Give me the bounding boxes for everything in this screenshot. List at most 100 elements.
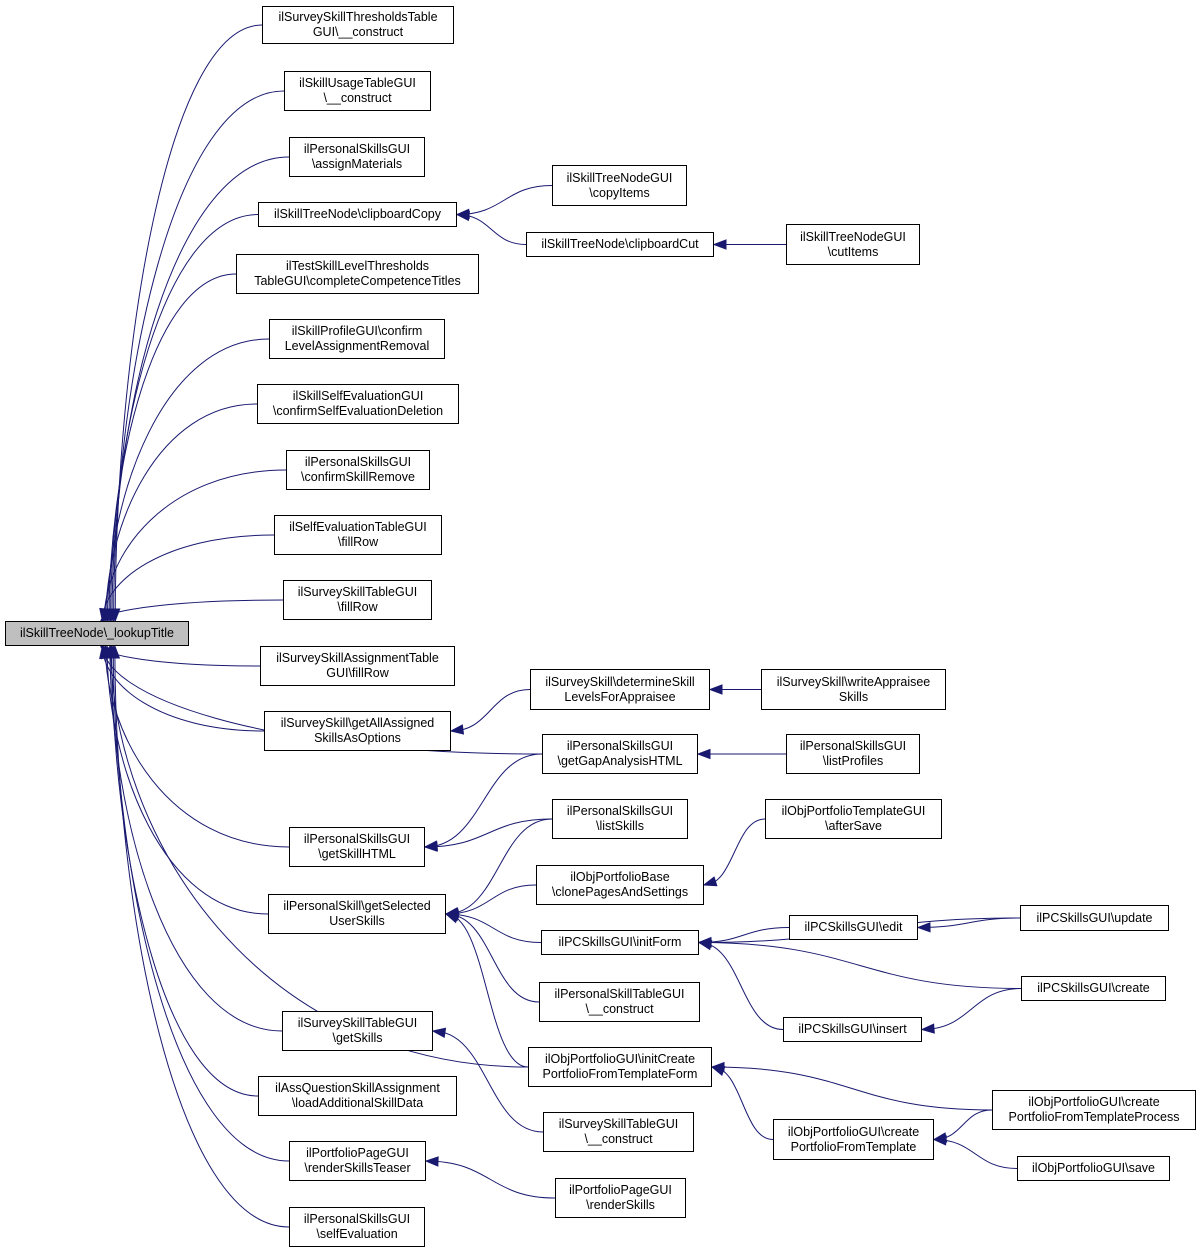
node-label: Skills: [838, 689, 869, 704]
node-label: ilSkillTreeNodeGUI: [566, 170, 673, 185]
node-label: ilPersonalSkillsGUI: [303, 832, 411, 846]
node-skill-tree-node-clipboard-cut[interactable]: ilSkillTreeNode\clipboardCut: [526, 232, 714, 257]
node-label: \clonePagesAndSettings: [551, 885, 689, 899]
node-label: UserSkills: [329, 914, 385, 928]
arrowhead-m3-to-n12: [449, 724, 465, 735]
node-obj-portfolio-create-from-template-process[interactable]: ilObjPortfolioGUI\create PortfolioFromTe…: [992, 1090, 1196, 1130]
edge-f2-to-m7: [698, 942, 1022, 989]
node-self-evaluation-table-fill-row[interactable]: ilSelfEvaluationTableGUI \fillRow: [274, 515, 442, 555]
node-skill-tree-node-clipboard-copy[interactable]: ilSkillTreeNode\clipboardCopy: [258, 202, 457, 227]
node-ass-question-skill-load-data[interactable]: ilAssQuestionSkillAssignment \loadAdditi…: [258, 1076, 457, 1116]
node-label: \assignMaterials: [311, 157, 403, 171]
node-survey-skill-table-fill-row[interactable]: ilSurveySkillTableGUI \fillRow: [283, 580, 432, 620]
node-obj-portfolio-create-from-template[interactable]: ilObjPortfolioGUI\create PortfolioFromTe…: [773, 1119, 934, 1160]
node-label: ilSurveySkill\determineSkill: [545, 674, 695, 689]
node-skill-profile-confirm-level-removal[interactable]: ilSkillProfileGUI\confirm LevelAssignmen…: [269, 319, 445, 359]
edge-f2-to-r6: [921, 988, 1022, 1030]
node-label: ilPCSkillsGUI\initForm: [558, 935, 682, 949]
node-personal-skill-get-selected-user-skills[interactable]: ilPersonalSkill\getSelected UserSkills: [268, 894, 446, 934]
node-skill-tree-node-gui-copy-items[interactable]: ilSkillTreeNodeGUI \copyItems: [552, 165, 687, 206]
node-label: LevelsForAppraisee: [564, 689, 676, 704]
edge-m3-to-n12: [450, 689, 531, 732]
edge-n6-to-root: [106, 338, 270, 622]
arrowhead-n10-to-root: [99, 609, 115, 622]
edge-n2-to-root: [113, 90, 285, 622]
node-pc-skills-gui-create[interactable]: ilPCSkillsGUI\create: [1021, 976, 1166, 1001]
node-survey-skill-thresholds-table-construct[interactable]: ilSurveySkillThresholdsTable GUI\__const…: [262, 6, 454, 44]
arrowhead-r4-to-m6: [702, 876, 718, 887]
node-label: TableGUI\completeCompetenceTitles: [254, 274, 461, 288]
node-label: ilSkillTreeNode\_lookupTitle: [19, 626, 174, 640]
node-personal-skills-get-skill-html[interactable]: ilPersonalSkillsGUI \getSkillHTML: [289, 827, 425, 867]
node-label: ilSkillUsageTableGUI: [299, 76, 416, 90]
node-label: \renderSkills: [586, 1198, 655, 1212]
node-survey-skill-write-appraisee-skills[interactable]: ilSurveySkill\writeAppraisee Skills: [761, 669, 946, 710]
node-label: SkillsAsOptions: [314, 731, 401, 745]
node-personal-skills-get-gap-analysis-html[interactable]: ilPersonalSkillsGUI \getGapAnalysisHTML: [542, 734, 698, 774]
node-survey-skill-determine-skill-levels[interactable]: ilSurveySkill\determineSkill LevelsForAp…: [530, 669, 710, 710]
node-personal-skills-list-profiles[interactable]: ilPersonalSkillsGUI \listProfiles: [786, 734, 920, 774]
edge-f4-to-r7: [933, 1139, 1018, 1169]
edge-n3-to-root: [111, 156, 290, 622]
node-label: ilObjPortfolioGUI\create: [787, 1124, 920, 1139]
node-pc-skills-gui-init-form[interactable]: ilPCSkillsGUI\initForm: [541, 930, 699, 955]
edge-n1-to-root: [114, 24, 263, 622]
node-obj-portfolio-template-after-save[interactable]: ilObjPortfolioTemplateGUI \afterSave: [765, 799, 942, 839]
arrowhead-f4-to-r7: [932, 1135, 947, 1146]
node-portfolio-page-render-skills-teaser[interactable]: ilPortfolioPageGUI \renderSkillsTeaser: [289, 1141, 426, 1181]
node-personal-skills-confirm-skill-remove[interactable]: ilPersonalSkillsGUI \confirmSkillRemove: [286, 450, 430, 490]
node-label: ilPersonalSkillsGUI: [304, 455, 412, 469]
arrowhead-m10-to-n15: [431, 1027, 447, 1038]
arrowhead-r1-to-m2: [712, 239, 727, 250]
node-label: ilPCSkillsGUI\create: [1037, 981, 1150, 995]
edge-m7-to-n14: [445, 913, 542, 943]
node-label: ilPersonalSkillsGUI: [566, 739, 674, 753]
node-obj-portfolio-save[interactable]: ilObjPortfolioGUI\save: [1017, 1156, 1170, 1181]
arrowhead-m9-to-n14: [444, 913, 460, 924]
node-pc-skills-gui-edit[interactable]: ilPCSkillsGUI\edit: [789, 915, 918, 940]
node-skill-self-evaluation-confirm-deletion[interactable]: ilSkillSelfEvaluationGUI \confirmSelfEva…: [257, 384, 459, 424]
arrowhead-f2-to-r6: [920, 1023, 935, 1034]
node-survey-skill-get-all-assigned[interactable]: ilSurveySkill\getAllAssigned SkillsAsOpt…: [264, 711, 451, 751]
node-personal-skills-assign-materials[interactable]: ilPersonalSkillsGUI \assignMaterials: [289, 137, 425, 177]
node-portfolio-page-render-skills[interactable]: ilPortfolioPageGUI \renderSkills: [555, 1178, 686, 1218]
node-obj-portfolio-init-create-from-template-form[interactable]: ilObjPortfolioGUI\initCreate PortfolioFr…: [528, 1047, 712, 1087]
node-label: ilObjPortfolioGUI\initCreate: [544, 1052, 696, 1066]
node-skill-usage-table-construct[interactable]: ilSkillUsageTableGUI \__construct: [284, 71, 431, 111]
edge-layer: [99, 24, 1022, 1228]
edge-m1-to-n4: [456, 185, 553, 215]
node-skill-tree-node-gui-cut-items[interactable]: ilSkillTreeNodeGUI \cutItems: [786, 224, 920, 265]
node-label: ilSurveySkillAssignmentTable: [276, 651, 439, 665]
edge-n11-to-root: [100, 645, 261, 667]
node-survey-skill-table-construct[interactable]: ilSurveySkillTableGUI \__construct: [543, 1112, 694, 1152]
node-obj-portfolio-base-clone-pages[interactable]: ilObjPortfolioBase \clonePagesAndSetting…: [536, 865, 704, 905]
node-personal-skills-self-evaluation[interactable]: ilPersonalSkillsGUI \selfEvaluation: [289, 1207, 425, 1247]
node-pc-skills-gui-insert[interactable]: ilPCSkillsGUI\insert: [783, 1017, 922, 1042]
edge-n9-to-root: [101, 534, 275, 622]
node-label: ilTestSkillLevelThresholds: [285, 259, 430, 273]
node-test-skill-level-thresholds-complete-titles[interactable]: ilTestSkillLevelThresholds TableGUI\comp…: [236, 254, 479, 294]
node-label: ilObjPortfolioGUI\save: [1032, 1161, 1155, 1175]
node-label: GUI\__construct: [312, 25, 404, 39]
node-root-lookup-title[interactable]: ilSkillTreeNode\_lookupTitle: [5, 621, 189, 646]
node-personal-skill-table-construct[interactable]: ilPersonalSkillTableGUI \__construct: [539, 982, 700, 1022]
node-label: ilAssQuestionSkillAssignment: [275, 1081, 440, 1095]
arrowhead-m5-to-n13: [423, 841, 438, 852]
node-label: \listSkills: [596, 819, 644, 833]
edge-m9-to-n14: [445, 913, 529, 1068]
edge-n18-to-root: [114, 645, 290, 1228]
edge-n5-to-root: [108, 273, 237, 622]
node-survey-skill-table-get-skills[interactable]: ilSurveySkillTableGUI \getSkills: [282, 1011, 433, 1051]
node-survey-skill-assignment-table-fill-row[interactable]: ilSurveySkillAssignmentTable GUI\fillRow: [260, 646, 455, 686]
node-label: ilPCSkillsGUI\update: [1036, 910, 1153, 925]
node-label: \afterSave: [825, 819, 882, 833]
node-label: ilSurveySkillTableGUI: [297, 1016, 418, 1030]
node-personal-skills-list-skills[interactable]: ilPersonalSkillsGUI \listSkills: [552, 799, 688, 839]
node-pc-skills-gui-update[interactable]: ilPCSkillsGUI\update: [1020, 905, 1169, 931]
arrowhead-r7-to-m9: [710, 1066, 726, 1077]
edge-r4-to-m6: [703, 818, 766, 886]
node-label: ilPersonalSkillsGUI: [799, 739, 907, 753]
node-label: ilSurveySkillTableGUI: [558, 1117, 679, 1131]
node-label: PortfolioFromTemplate: [790, 1139, 917, 1154]
